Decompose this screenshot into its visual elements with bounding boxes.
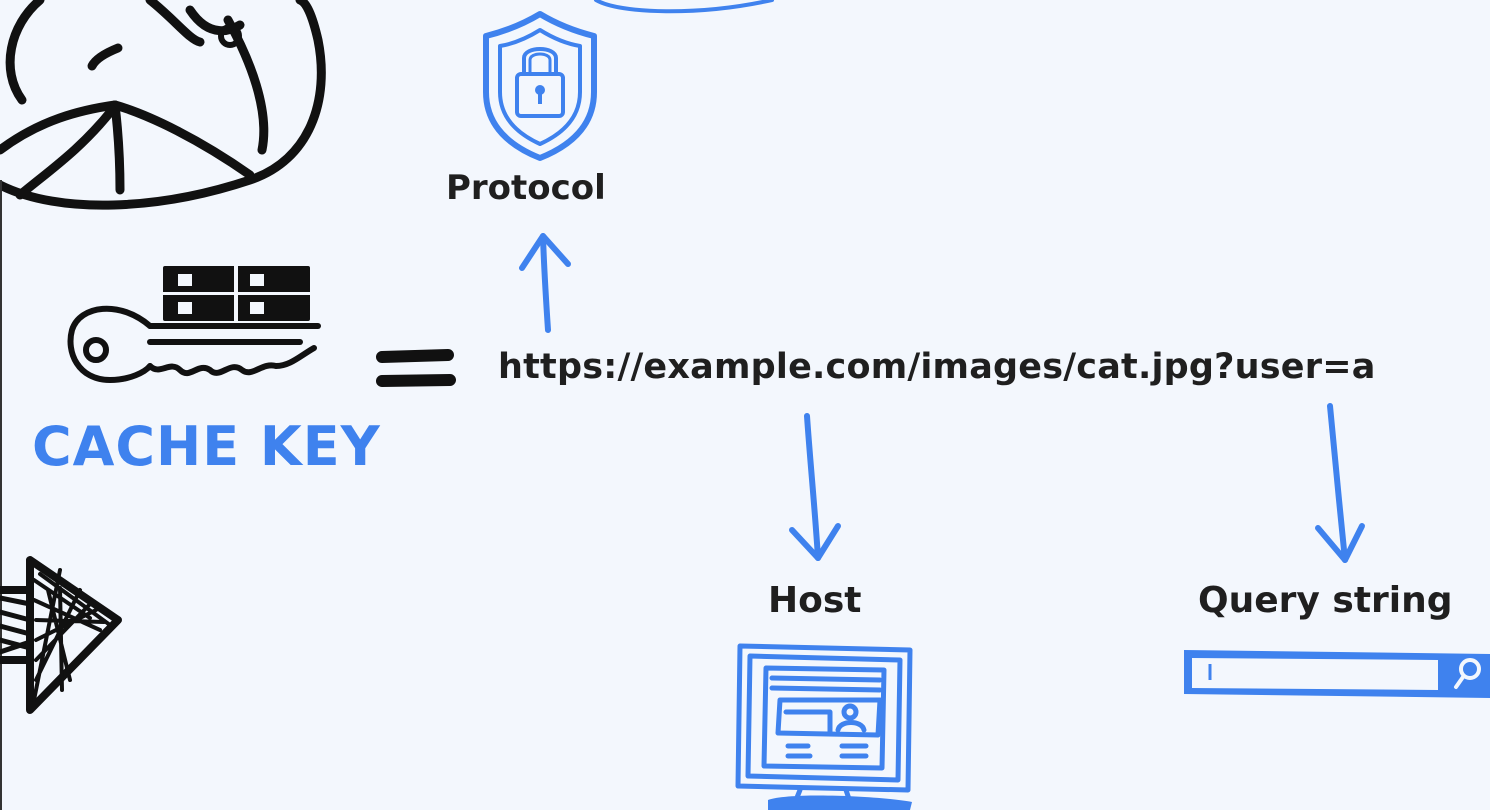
host-label: Host — [768, 580, 862, 621]
equals-sign — [376, 349, 456, 387]
shield-lock-icon — [483, 11, 597, 161]
search-bar-icon — [1184, 650, 1490, 698]
scribble-arrow — [0, 556, 122, 714]
query-string-label: Query string — [1198, 580, 1453, 621]
monitor-stand — [768, 795, 912, 810]
url-text: https://example.com/images/cat.jpg?user=… — [498, 347, 1376, 387]
protocol-label: Protocol — [446, 168, 606, 208]
key-server-icon — [67, 266, 321, 383]
cache-key-label: CACHE KEY — [32, 415, 381, 478]
thinking-person-figure — [0, 0, 326, 210]
arrow-up-protocol — [519, 233, 571, 333]
arrow-down-query — [1315, 403, 1365, 563]
bubble-fragment — [594, 0, 774, 14]
monitor-icon — [735, 643, 913, 805]
arrow-down-host — [789, 413, 841, 561]
